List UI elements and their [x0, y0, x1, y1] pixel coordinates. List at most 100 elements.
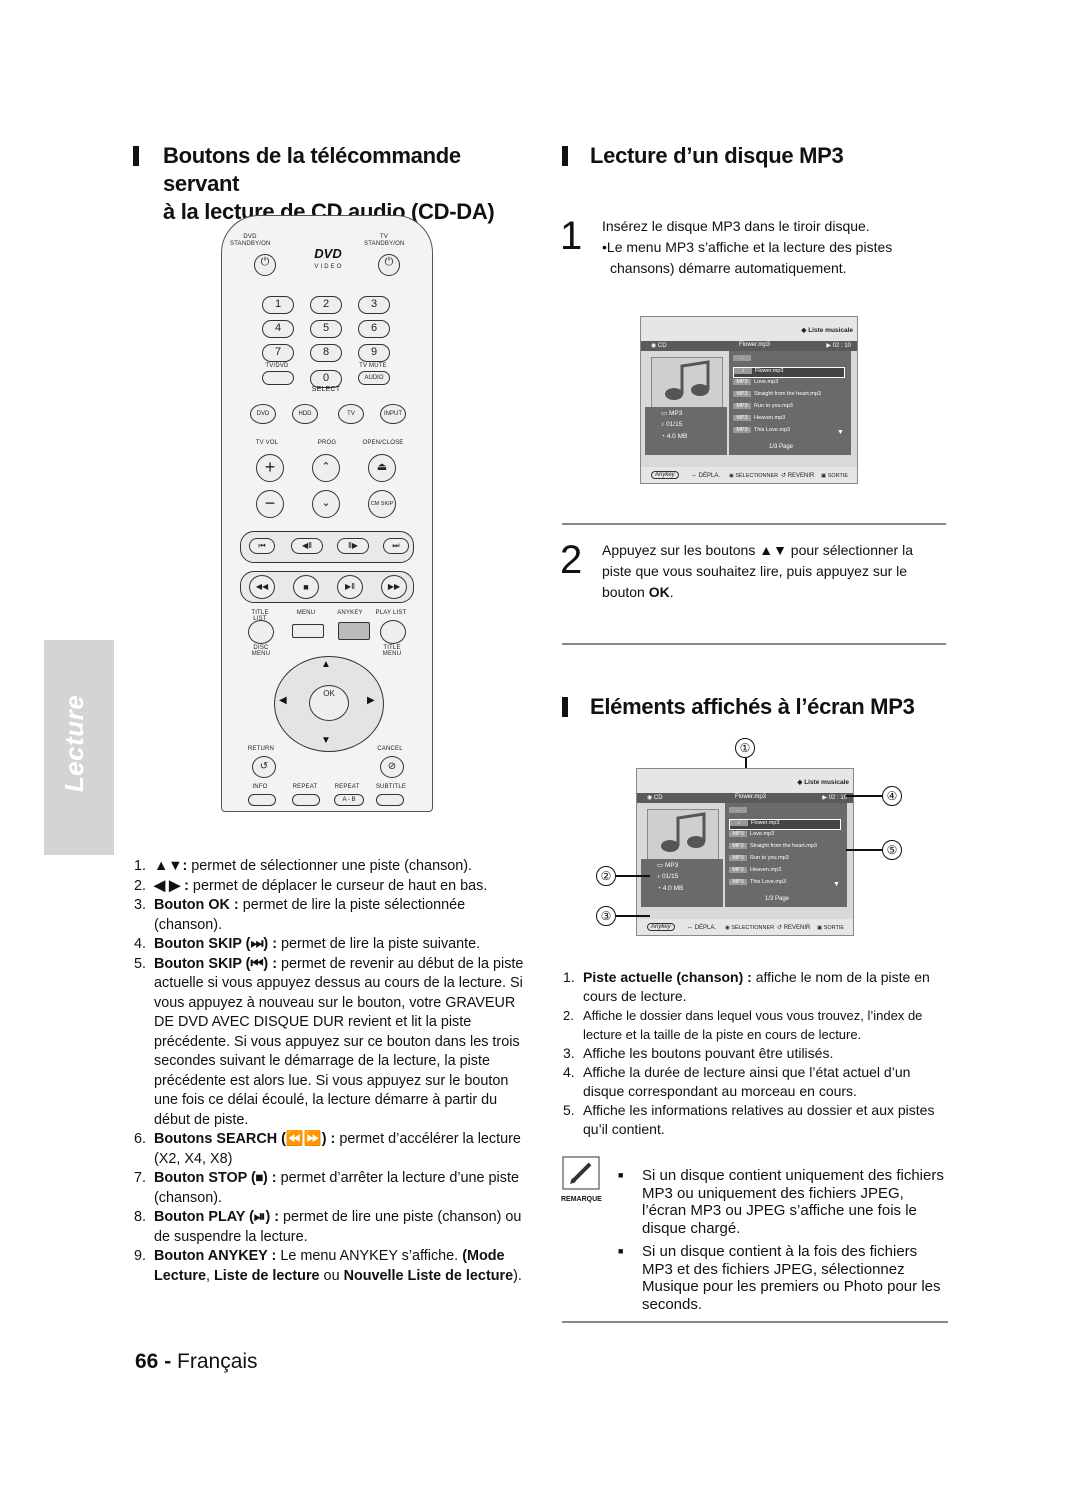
- key-5: 5: [310, 320, 342, 338]
- note-item: ■Si un disque contient uniquement des fi…: [618, 1167, 946, 1237]
- list-item-number: 2.: [563, 1008, 574, 1023]
- list-item: 5.Bouton SKIP (⏮) : permet de revenir au…: [134, 955, 524, 1131]
- title-bar-right1: [562, 146, 568, 166]
- list-item: 3.Affiche les boutons pouvant être utili…: [563, 1044, 948, 1063]
- dvd-logo-sub: V I D E O: [314, 264, 342, 270]
- file-tag: MP3: [733, 415, 751, 421]
- power-dvd-icon: ⏻: [254, 254, 276, 276]
- file-tag: MP3: [729, 831, 747, 837]
- screen-header: [641, 341, 857, 351]
- screen-album-art: [651, 357, 723, 409]
- key-input: INPUT: [380, 404, 406, 424]
- list-item-text: affiche le nom de la piste en cours de l…: [583, 969, 930, 1004]
- file-name: This Love.mp3: [750, 879, 787, 885]
- list-item-bold: Bouton ANYKEY :: [154, 1248, 277, 1264]
- nav-right-icon: ▶: [367, 695, 375, 706]
- callout-2: ②: [596, 866, 616, 886]
- list-item-number: 1.: [563, 969, 575, 985]
- list-item: 2.◀ ▶ : permet de déplacer le curseur de…: [134, 877, 524, 897]
- file-name: Heaven.mp3: [750, 867, 782, 873]
- list-item-number: 7.: [134, 1170, 147, 1186]
- list-item-text: Affiche la durée de lecture ainsi que l’…: [583, 1064, 911, 1099]
- screen-top-bar: [641, 317, 857, 341]
- step2-line3c: .: [669, 584, 674, 600]
- screen-time: ▶ 02 : 10: [826, 343, 851, 349]
- screen-file-row: ♪Flower.mp3: [729, 819, 841, 830]
- key-4: 4: [262, 320, 294, 338]
- list-item-number: 4.: [134, 936, 147, 952]
- list-item: 7.Bouton STOP (⏹) : permet d’arrêter la …: [134, 1169, 524, 1208]
- label-playlist: PLAY LIST: [375, 610, 407, 616]
- key-3: 3: [358, 296, 390, 314]
- screen-depl: ⇔ DÉPLA.: [687, 925, 717, 931]
- list-item-number: 5.: [134, 955, 147, 972]
- remote-label-standby-tv: STANDBY/ON: [364, 241, 405, 247]
- step1-number: 1: [560, 214, 583, 258]
- title-bar-right2: [562, 697, 568, 717]
- file-name: Love.mp3: [754, 379, 779, 385]
- dvd-logo: DVD: [314, 246, 342, 261]
- transport-row: ◀◀ ■ ▶Ⅱ ▶▶: [240, 571, 414, 603]
- minus-icon: −: [256, 490, 284, 518]
- key-anykey: [338, 622, 370, 640]
- list-item-text: Le menu ANYKEY s’affiche.: [276, 1248, 463, 1264]
- file-name: Run to you.mp3: [754, 403, 793, 409]
- left-title-line1: Boutons de la télécommande servant: [163, 143, 461, 196]
- note-list: ■Si un disque contient uniquement des fi…: [618, 1167, 946, 1319]
- file-name: Straight from the heart.mp3: [750, 843, 817, 849]
- step2-text: Appuyez sur les boutons ▲▼ pour sélectio…: [602, 540, 942, 603]
- screen-anykey: Anykey: [651, 471, 679, 479]
- nav-down-icon: ▼: [321, 735, 331, 746]
- screen-info-panel: [641, 859, 723, 907]
- file-tag: ♪: [734, 368, 752, 374]
- screen-title: ◆ Liste musicale: [801, 327, 853, 334]
- screen-page: 1/3 Page: [765, 896, 790, 902]
- key-0: 0: [310, 370, 342, 388]
- step-back-icon: ◀Ⅱ: [291, 538, 323, 554]
- list-item-number: 6.: [134, 1131, 147, 1147]
- footer-language: Français: [177, 1350, 258, 1373]
- list-item-number: 3.: [134, 897, 147, 913]
- list-item-bold: Boutons SEARCH (⏪⏩) :: [154, 1131, 336, 1147]
- eject-icon: ⏏: [368, 454, 396, 482]
- step1-line2: •Le menu MP3 s’affiche et la lecture des…: [602, 239, 893, 255]
- file-name: Flower.mp3: [751, 820, 780, 826]
- list-item-text: permet de revenir au début de la piste a…: [154, 955, 524, 1128]
- key-7: 7: [262, 344, 294, 362]
- callout-3: ③: [596, 906, 616, 926]
- label-select: SELECT: [311, 386, 341, 393]
- callout-5: ⑤: [882, 840, 902, 860]
- step2-line3: bouton OK.: [602, 582, 942, 603]
- list-item: 1.Piste actuelle (chanson) : affiche le …: [563, 968, 948, 1006]
- step-forward-icon: Ⅱ▶: [337, 538, 369, 554]
- remote-label-dvd: DVD: [243, 234, 257, 240]
- screen-bottom-bar: [637, 919, 853, 935]
- key-repeat-ab: A - B: [334, 794, 364, 806]
- file-tag: ♪: [730, 820, 748, 826]
- file-name: This Love.mp3: [754, 427, 791, 433]
- screen-album-art: [647, 809, 719, 861]
- page-footer: 66 - Français: [135, 1350, 258, 1374]
- list-item-bold: Nouvelle Liste de lecture: [343, 1267, 514, 1284]
- skip-forward-icon: ⏭: [383, 538, 409, 554]
- screen-current: Flower.mp3: [735, 794, 767, 800]
- key-subtitle: [376, 794, 404, 806]
- right-section-title-2: Eléments affichés à l’écran MP3: [590, 694, 915, 719]
- step2-line2: piste que vous souhaitez lire, puis appu…: [602, 563, 908, 579]
- screen-top-bar: [637, 769, 853, 793]
- title-bar-left: [133, 146, 139, 166]
- chevron-down-icon: ⌄: [312, 490, 340, 518]
- skip-back-icon: ⏮: [249, 538, 275, 554]
- list-item: 5.Affiche les informations relatives au …: [563, 1101, 948, 1139]
- screen-sel: ◉ SÉLECTIONNER: [729, 473, 779, 479]
- screen-sel: ◉ SÉLECTIONNER: [725, 925, 775, 931]
- list-item-text: permet de lire une piste (chanson) ou de…: [154, 1209, 522, 1245]
- list-item-text: Affiche les boutons pouvant être utilisé…: [583, 1045, 834, 1061]
